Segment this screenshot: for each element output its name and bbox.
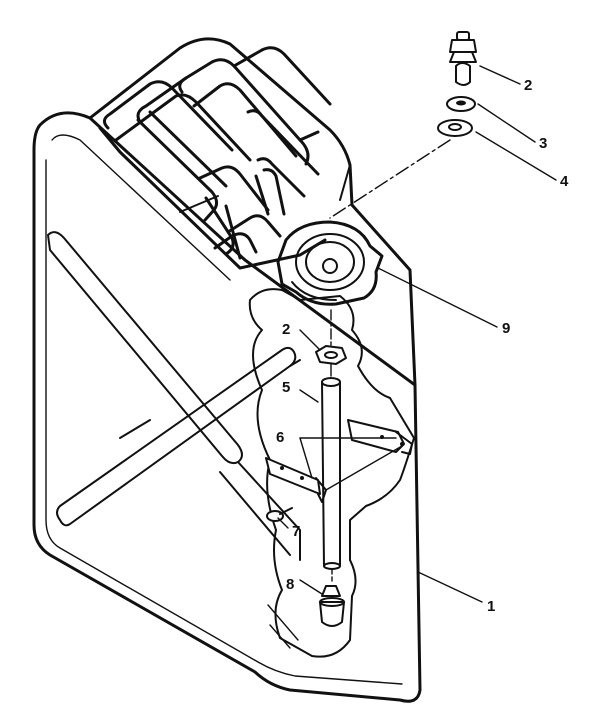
leader-lines — [277, 65, 557, 603]
explosion-lines — [325, 139, 451, 585]
filler-neck-part-9 — [276, 220, 384, 306]
callout-6: 6 — [276, 429, 284, 446]
callout-2-top: 2 — [524, 77, 532, 94]
nut-part-2-lower — [315, 345, 347, 365]
callout-2-lower: 2 — [282, 321, 290, 338]
callout-5: 5 — [282, 379, 290, 396]
carrying-handles — [103, 46, 332, 260]
vent-valve-part-2-upper — [449, 31, 477, 86]
callout-3: 3 — [539, 135, 547, 152]
x-embossing — [47, 231, 301, 649]
callout-labels: 2 3 4 9 2 5 6 7 8 1 — [276, 77, 569, 615]
washer-part-3 — [446, 96, 476, 112]
callout-1: 1 — [487, 598, 495, 615]
jerry-can-body — [32, 37, 422, 703]
bracket-part-6-left — [265, 457, 327, 503]
callout-9: 9 — [502, 320, 510, 337]
tube-part-5 — [321, 377, 341, 570]
bracket-part-6-right — [347, 419, 413, 455]
callout-8: 8 — [286, 576, 294, 593]
gasket-part-4 — [437, 119, 473, 137]
callout-7: 7 — [292, 523, 300, 540]
cutaway-outline — [248, 288, 415, 658]
filter-part-8 — [319, 585, 345, 627]
callout-4: 4 — [560, 173, 569, 190]
